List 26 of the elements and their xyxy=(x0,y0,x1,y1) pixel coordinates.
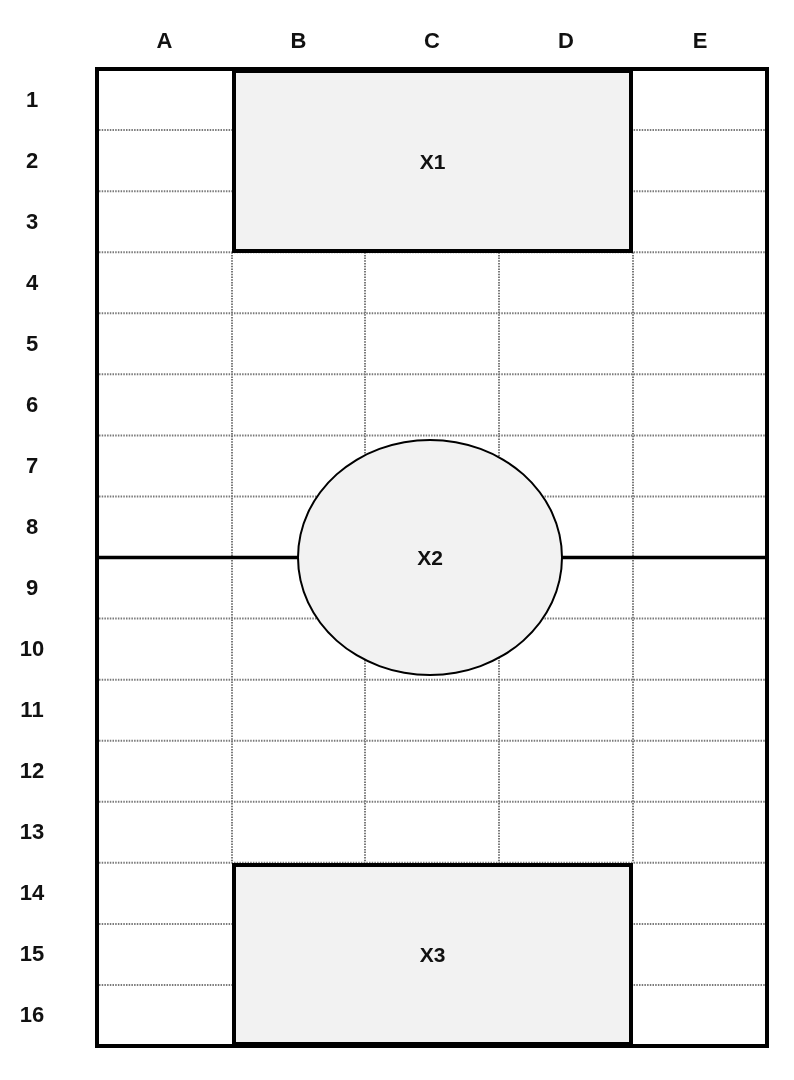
column-label: B xyxy=(290,30,307,52)
zone-box xyxy=(232,863,633,1046)
row-label: 6 xyxy=(25,393,39,416)
zone-box xyxy=(232,69,633,253)
row-label: 12 xyxy=(19,760,45,783)
row-label: 3 xyxy=(25,210,39,233)
column-label: A xyxy=(156,30,173,52)
column-label: D xyxy=(558,30,574,52)
row-label: 10 xyxy=(19,638,45,661)
row-label: 14 xyxy=(19,882,45,905)
row-label: 2 xyxy=(25,149,39,172)
row-label: 4 xyxy=(25,271,39,294)
row-label: 11 xyxy=(20,699,44,722)
row-label: 15 xyxy=(19,943,45,966)
row-label: 13 xyxy=(19,821,45,844)
row-label: 5 xyxy=(25,332,39,355)
row-label: 7 xyxy=(25,454,39,477)
row-label: 9 xyxy=(25,577,39,600)
row-label: 1 xyxy=(25,88,39,111)
column-label: C xyxy=(424,30,440,52)
row-label: 8 xyxy=(25,515,39,538)
row-label: 16 xyxy=(19,1004,45,1027)
zone-label: X2 xyxy=(417,547,443,568)
column-label: E xyxy=(692,30,708,52)
zone-label: X1 xyxy=(419,150,446,172)
zone-label: X3 xyxy=(419,944,446,965)
